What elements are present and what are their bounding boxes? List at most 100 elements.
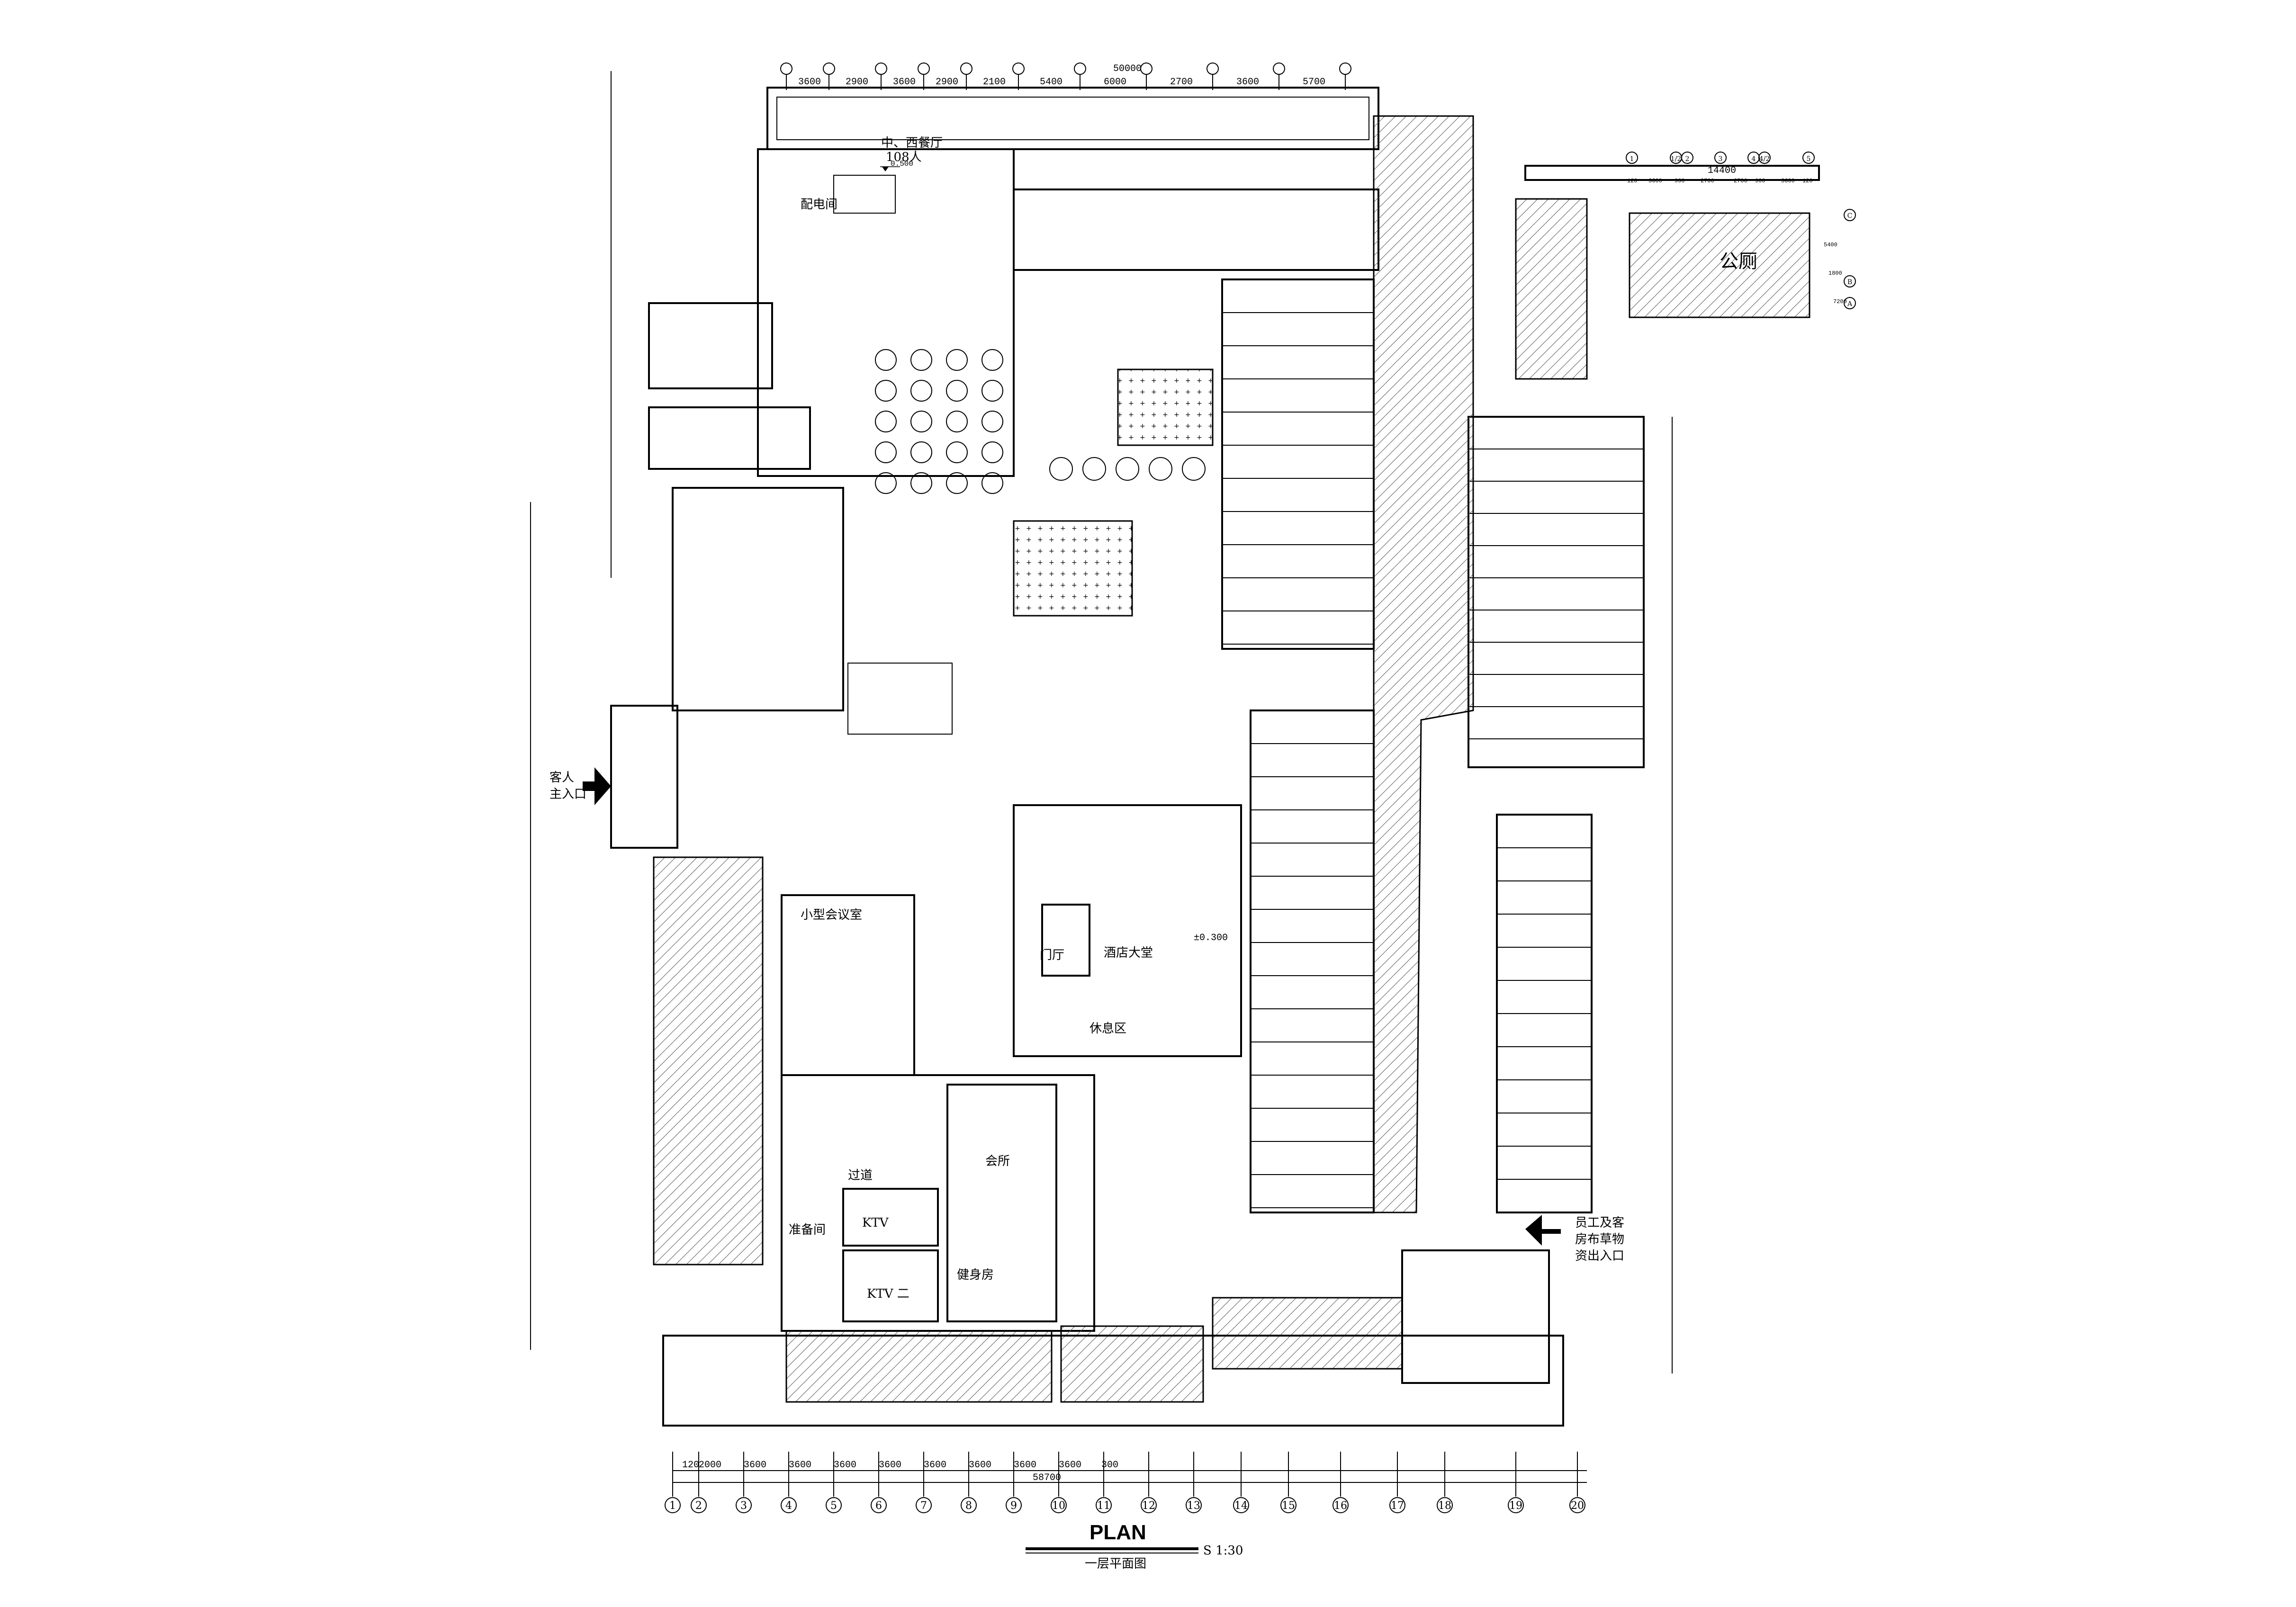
axis-bubble: [1141, 1497, 1157, 1513]
axis-bubble: [1006, 1497, 1022, 1513]
dim-segment: 3600: [834, 1460, 856, 1471]
axis-bubble: [1186, 1497, 1202, 1513]
dining-table: [910, 411, 932, 432]
bottom-total-dim: 58700: [1033, 1472, 1061, 1483]
axis-label: 2: [695, 1500, 702, 1512]
door-hall-label: 门厅: [1040, 948, 1064, 962]
staff-entrance-label-2: 房布草物: [1575, 1232, 1624, 1247]
hatched-corridor: [1373, 115, 1474, 1213]
dim-segment: 300: [1101, 1460, 1118, 1471]
dim-segment: 2700: [1701, 178, 1714, 184]
dining-table: [1182, 457, 1206, 481]
axis-label: 20: [1571, 1500, 1584, 1512]
restaurant-label: 中、西餐厅: [881, 136, 943, 150]
public-toilet-label: 公厕: [1720, 251, 1757, 272]
lounge-label: 休息区: [1089, 1022, 1126, 1036]
title-block: PLAN S 1:30 一层平面图: [1026, 1521, 1243, 1571]
public-toilet: 公厕 14400: [1515, 165, 1820, 380]
prep-room-label: 准备间: [789, 1223, 826, 1237]
axis-label: 5: [830, 1500, 837, 1512]
restaurant-capacity: 108人: [886, 150, 922, 164]
dim-segment: 3600: [1236, 77, 1259, 88]
bottom-hatched-2: [1060, 1325, 1204, 1403]
axis-label: 1: [669, 1500, 676, 1512]
axis-label: 7: [920, 1500, 927, 1512]
dim-segment: 120: [682, 1460, 699, 1471]
axis-bubble: [1140, 63, 1153, 75]
axis-bubble: [871, 1497, 887, 1513]
guest-rooms-north: [1221, 278, 1375, 650]
dim-segment: 3600: [879, 1460, 901, 1471]
gym-label: 健身房: [957, 1268, 994, 1282]
entrance-label-1: 客人: [549, 771, 574, 785]
dim-segment: 5400: [1040, 77, 1062, 88]
axis-label: 3: [740, 1500, 747, 1512]
dining-table: [875, 349, 897, 371]
dim-segment: 3600: [798, 77, 821, 88]
axis-label: 18: [1438, 1500, 1451, 1512]
dim-segment: 3600: [924, 1460, 946, 1471]
axis-label: 17: [1391, 1500, 1404, 1512]
dining-table: [910, 472, 932, 494]
dim-segment: 1800: [1828, 270, 1842, 277]
dim-segment: 6000: [1104, 77, 1126, 88]
dim-segment: 3600: [1014, 1460, 1036, 1471]
axis-bubble: [691, 1497, 707, 1513]
dim-segment: 2900: [846, 77, 868, 88]
axis-label: 6: [875, 1500, 882, 1512]
dining-table: [875, 441, 897, 463]
service-yard: [1401, 1249, 1550, 1384]
axis-bubble: [1096, 1497, 1112, 1513]
axis-bubble: [1681, 152, 1693, 164]
dim-segment: 2900: [936, 77, 958, 88]
axis-bubble: [1437, 1497, 1453, 1513]
stair-room: [648, 406, 811, 470]
axis-bubble: [1714, 152, 1727, 164]
axis-bubble: [1844, 275, 1856, 287]
title-underline: [1026, 1547, 1198, 1550]
power-room-label: 配电间: [801, 198, 837, 212]
guest-rooms-central: [1250, 709, 1375, 1213]
bottom-hatched-1: [785, 1330, 1053, 1403]
axis-bubble: [960, 63, 972, 75]
dining-table: [946, 380, 968, 402]
axis-label: C: [1847, 212, 1853, 220]
axis-label: B: [1847, 278, 1852, 286]
guest-main-entrance[interactable]: 客人 主入口: [549, 705, 678, 849]
dining-table: [875, 411, 897, 432]
dim-segment: 2000: [699, 1460, 721, 1471]
axis-bubble: [826, 1497, 842, 1513]
axis-bubble: [1569, 1497, 1585, 1513]
ktv2-label: KTV 二: [867, 1287, 909, 1301]
dim-segment: 120: [1627, 178, 1638, 184]
dining-table: [1116, 457, 1139, 481]
dim-segment: 2700: [1170, 77, 1193, 88]
dining-table: [1149, 457, 1172, 481]
dim-segment: 3600: [969, 1460, 991, 1471]
plan-subtitle: 一层平面图: [1085, 1557, 1146, 1571]
axis-label: 14: [1234, 1500, 1248, 1512]
dim-segment: 3600: [789, 1460, 811, 1471]
dim-segment: 2100: [983, 77, 1006, 88]
axis-label: 10: [1052, 1500, 1065, 1512]
axis-bubble: [1051, 1497, 1067, 1513]
dining-table: [910, 349, 932, 371]
axis-label: 12: [1142, 1500, 1155, 1512]
dining-table: [875, 380, 897, 402]
axis-bubble: [875, 63, 887, 75]
lobby-area: 门厅 酒店大堂 休息区 ±0.300: [1013, 804, 1242, 1057]
corridor-label: 过道: [848, 1168, 873, 1183]
axis-bubble: [665, 1497, 681, 1513]
pavilion: [847, 663, 953, 735]
staff-service-entrance[interactable]: 员工及客 房布草物 资出入口: [1525, 1215, 1624, 1263]
guest-rooms-east: [1468, 416, 1645, 768]
axis-label: 9: [1010, 1500, 1017, 1512]
dining-table: [946, 441, 968, 463]
axis-bubble: [1844, 209, 1856, 221]
axis-bubble: [781, 1497, 797, 1513]
axis-bubble: [780, 63, 792, 75]
axis-bubble: [1233, 1497, 1249, 1513]
garden: [1117, 368, 1214, 446]
